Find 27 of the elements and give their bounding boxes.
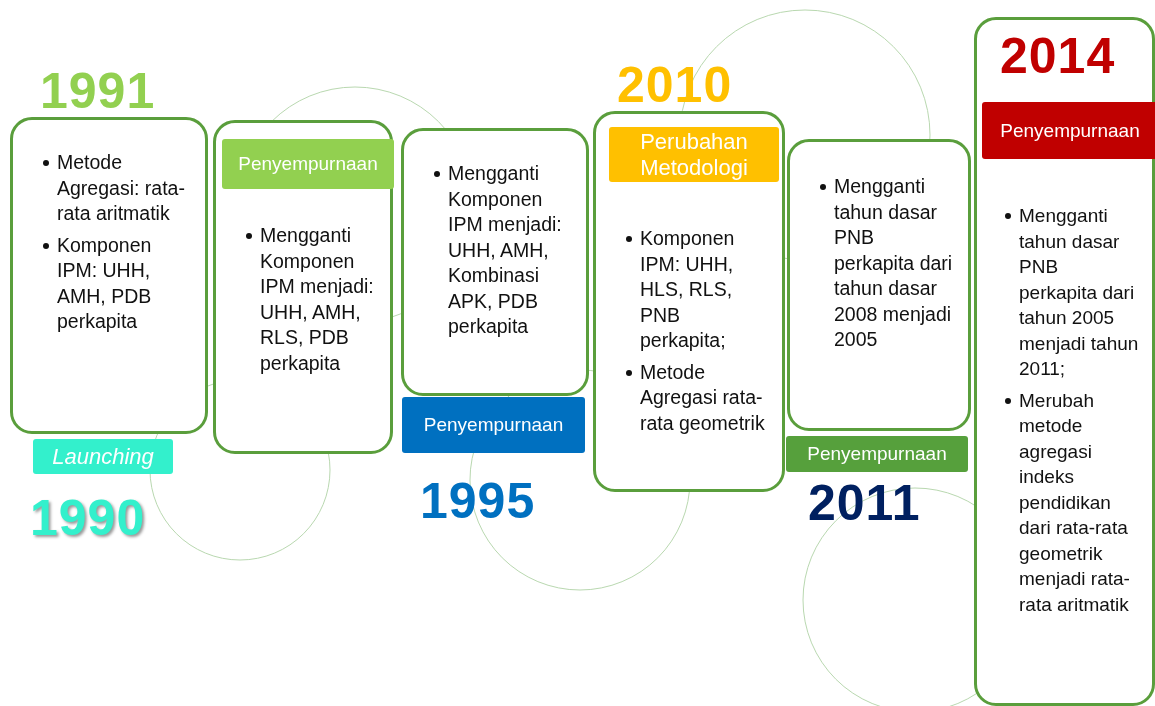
timeline-card (593, 111, 785, 492)
label-badge: Penyempurnaan (402, 397, 585, 453)
timeline-card (10, 117, 208, 434)
bullet-text: Metode Agregasi: rata-rata aritmatik (57, 151, 185, 224)
bullet-text: Mengganti tahun dasar PNB perkapita dari tahun dasar 2008 menjadi 2005 (834, 175, 953, 350)
timeline-card (974, 17, 1155, 706)
timeline-card (401, 128, 589, 396)
label-badge: Penyempurnaan (786, 436, 968, 472)
year-label: 1990 (30, 493, 146, 543)
label-badge: Penyempurnaan (222, 139, 394, 189)
label-badge: Launching (33, 439, 173, 474)
year-label: 2014 (1000, 31, 1116, 81)
label-badge: Penyempurnaan (982, 102, 1155, 159)
bullet-text: Mengganti Komponen IPM menjadi: UHH, AMH, Kombinasi APK, PDB perkapita (448, 162, 562, 337)
bullet-text: Metode Agregasi rata-rata geometrik (640, 360, 765, 434)
timeline-card (213, 120, 393, 454)
year-label: 1991 (40, 66, 156, 116)
bullet-text: Mengganti Komponen IPM menjadi: UHH, AMH, RLS, PDB perkapita (260, 224, 374, 374)
year-label: 2010 (617, 60, 733, 110)
bullet-text: Komponen IPM: UHH, HLS, RLS, PNB perkapita; (640, 227, 735, 351)
year-label: 1995 (420, 476, 536, 526)
bullet-text: Komponen IPM: UHH, AMH, PDB perkapita (57, 233, 152, 332)
bullet-text: Merubah metode agregasi indeks pendidikan dari rata-rata geometrik menjadi rata-rata aritmatik (1019, 389, 1130, 615)
label-badge: Perubahan Metodologi (609, 127, 779, 182)
year-label: 2011 (808, 478, 921, 528)
bullet-text: Mengganti tahun dasar PNB perkapita dari tahun 2005 menjadi tahun 2011; (1019, 205, 1139, 379)
timeline-card (787, 139, 971, 431)
